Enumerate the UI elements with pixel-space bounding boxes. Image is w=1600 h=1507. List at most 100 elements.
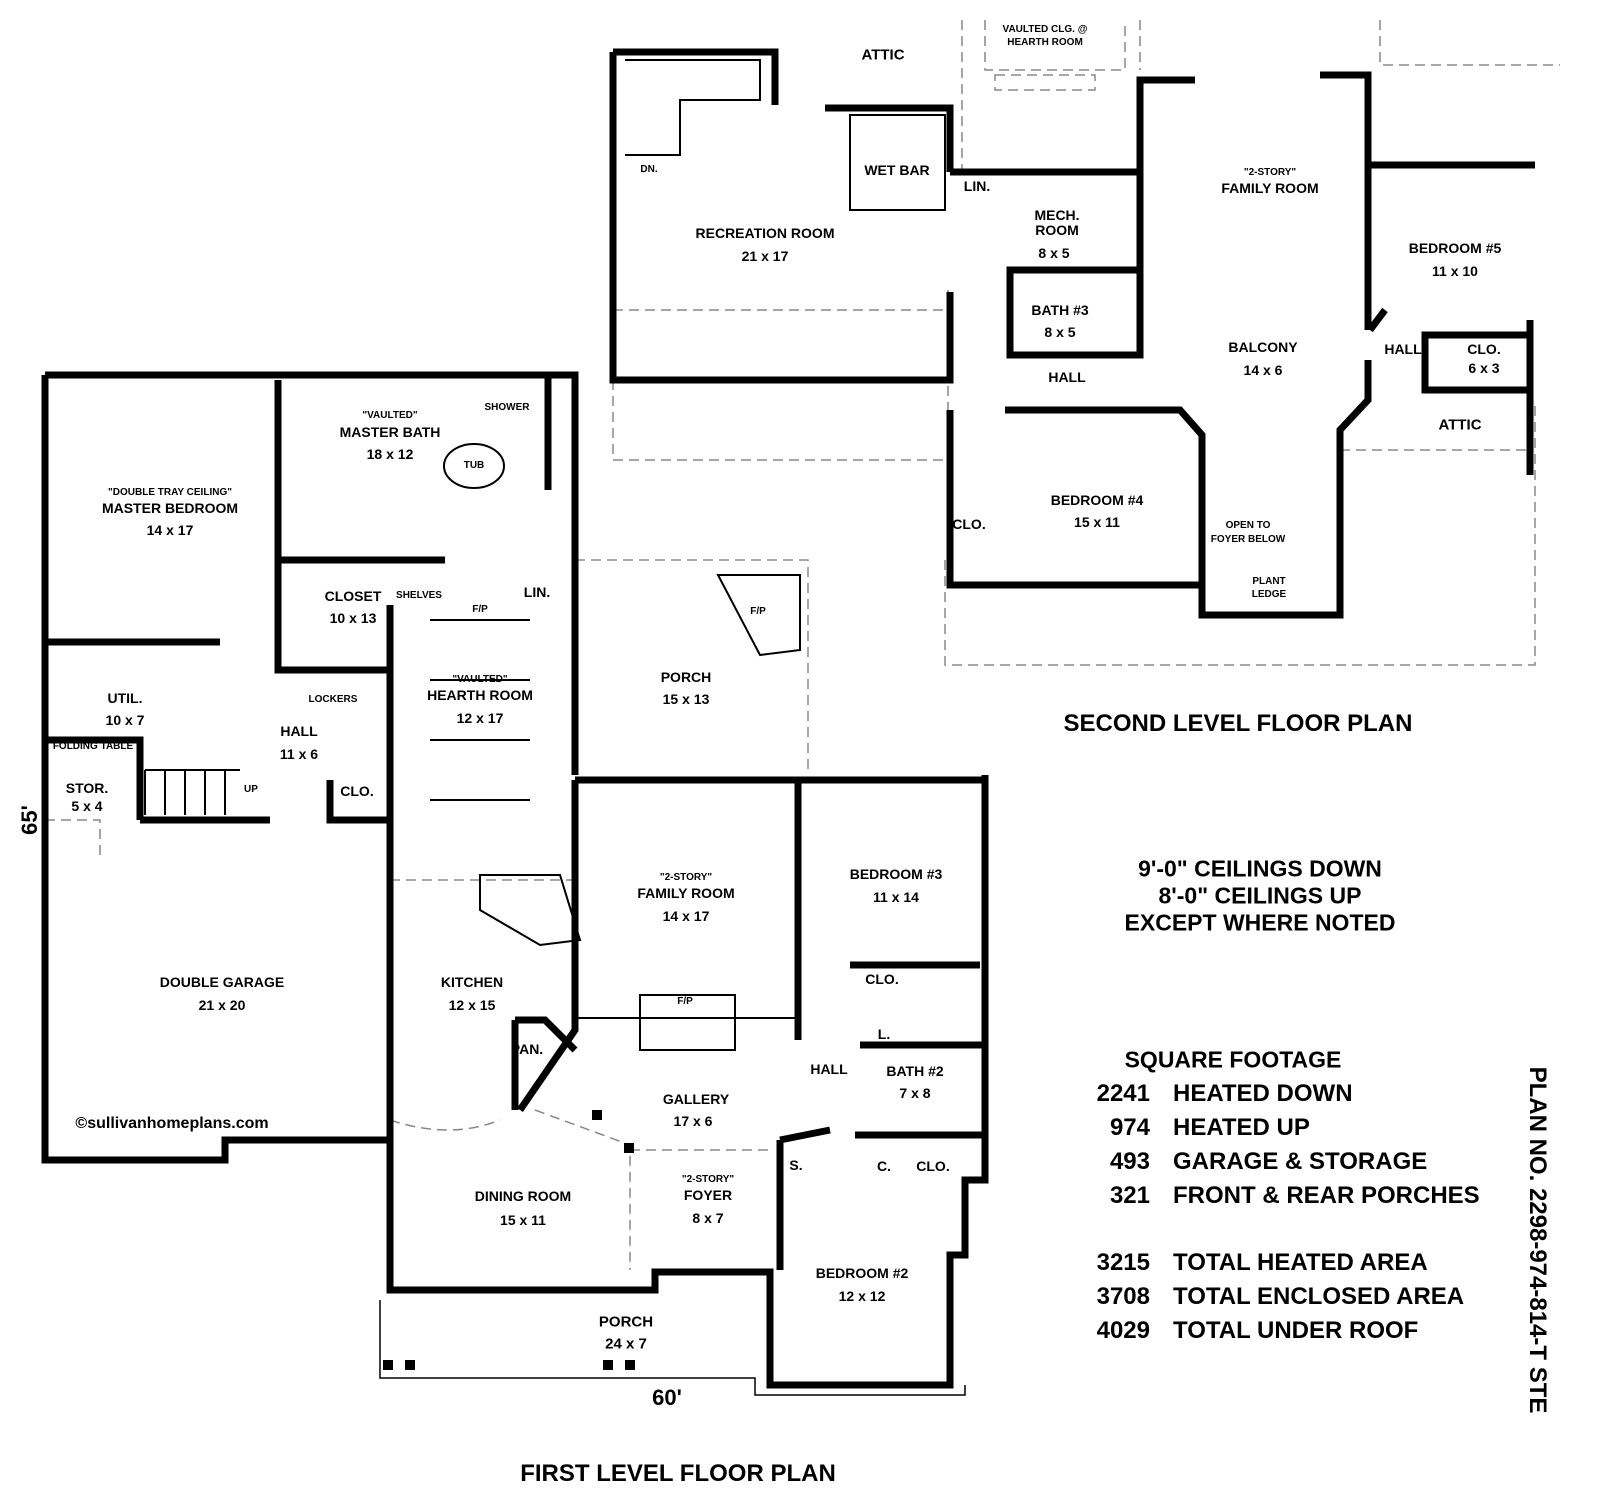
closet-label: CLO.	[916, 1158, 950, 1174]
fireplace-and-stair-details	[144, 59, 946, 1051]
master-bedroom-name: MASTER BEDROOM	[101, 500, 239, 516]
plant-ledge-label: LEDGE	[1251, 589, 1287, 600]
first-level-title: FIRST LEVEL FLOOR PLAN	[520, 1460, 836, 1487]
recreation-room-size: 21 x 17	[741, 248, 789, 264]
family-room-note: "2-STORY"	[1243, 167, 1297, 178]
sqft-value: 974	[1109, 1114, 1150, 1141]
kitchen-name: KITCHEN	[440, 974, 504, 990]
pantry-label: PAN.	[510, 1041, 544, 1057]
storage-name: STOR.	[65, 780, 109, 796]
fireplace-label: F/P	[750, 606, 766, 617]
shower-label: SHOWER	[484, 402, 530, 413]
sqft-value: 3708	[1096, 1283, 1150, 1310]
hall-label: HALL	[1384, 341, 1422, 357]
fireplace-label: F/P	[677, 996, 693, 1007]
util-name: UTIL.	[107, 690, 143, 706]
dashed-lines	[45, 20, 1560, 1270]
sqft-value: 3215	[1096, 1249, 1150, 1276]
depth-dimension: 65'	[17, 805, 42, 835]
plan-number: PLAN NO. 2298-974-814-T STE	[1524, 1066, 1551, 1414]
porch-size: 15 x 13	[662, 691, 710, 707]
shelves-label: SHELVES	[396, 590, 442, 601]
folding-table-label: FOLDING TABLE	[52, 741, 134, 752]
open-to-foyer-note: FOYER BELOW	[1210, 534, 1286, 545]
bedroom5-size: 11 x 10	[1432, 263, 1478, 279]
vaulted-ceiling-note: HEARTH ROOM	[1007, 37, 1083, 48]
front-porch-size: 24 x 7	[605, 1335, 647, 1353]
master-bedroom-note: "DOUBLE TRAY CEILING"	[108, 487, 232, 498]
closet-size: 10 x 13	[329, 610, 377, 626]
family-room-note: "2-STORY"	[659, 872, 713, 883]
sqft-value: 4029	[1096, 1317, 1150, 1344]
closet-label: CLO.	[340, 783, 374, 799]
hearth-room-size: 12 x 17	[456, 710, 504, 726]
bedroom2-name: BEDROOM #2	[815, 1265, 909, 1281]
family-room-name: FAMILY ROOM	[1221, 180, 1319, 196]
closet-label: CLO.	[865, 971, 899, 987]
mech-room-name: MECH.	[1034, 207, 1080, 223]
family-room-name: FAMILY ROOM	[637, 885, 735, 901]
vaulted-ceiling-note: VAULTED CLG. @	[1002, 24, 1088, 35]
hall-label: HALL	[1048, 369, 1086, 385]
hearth-room-name: HEARTH ROOM	[427, 687, 533, 703]
dining-room-size: 15 x 11	[500, 1212, 546, 1228]
sqft-label: HEATED UP	[1173, 1114, 1310, 1141]
plant-ledge-label: PLANT	[1252, 576, 1286, 587]
garage-size: 21 x 20	[198, 997, 246, 1013]
garage-name: DOUBLE GARAGE	[159, 974, 285, 990]
bedroom3-name: BEDROOM #3	[849, 866, 943, 882]
foyer-size: 8 x 7	[692, 1210, 724, 1226]
closet-name: CLO.	[1467, 341, 1501, 357]
sqft-label: TOTAL UNDER ROOF	[1173, 1317, 1419, 1344]
storage-size: 5 x 4	[71, 798, 103, 814]
porch-name: PORCH	[660, 669, 712, 685]
master-bedroom-size: 14 x 17	[146, 522, 194, 538]
fireplace-label: F/P	[472, 604, 488, 615]
sqft-label: HEATED DOWN	[1173, 1080, 1353, 1107]
util-size: 10 x 7	[105, 712, 145, 728]
closet-label: C.	[877, 1158, 891, 1174]
bath2-size: 7 x 8	[899, 1085, 931, 1101]
ceiling-note: EXCEPT WHERE NOTED	[1124, 909, 1396, 936]
gallery-name: GALLERY	[662, 1091, 730, 1107]
open-to-foyer-note: OPEN TO	[1225, 520, 1271, 531]
ceiling-note: 9'-0" CEILINGS DOWN	[1138, 855, 1382, 882]
foyer-note: "2-STORY"	[681, 1174, 735, 1185]
mech-room-name: ROOM	[1035, 222, 1079, 238]
front-porch-outline	[379, 1300, 966, 1396]
storage-label: S.	[789, 1157, 803, 1173]
hall-size: 11 x 6	[279, 746, 319, 762]
sqft-value: 2241	[1096, 1080, 1150, 1107]
copyright-text: ©sullivanhomeplans.com	[75, 1115, 269, 1132]
front-porch-name: PORCH	[598, 1313, 654, 1331]
sqft-label: TOTAL ENCLOSED AREA	[1173, 1283, 1465, 1310]
stair-down-label: DN.	[640, 164, 658, 175]
tub-label: TUB	[463, 460, 485, 471]
stair-up-label: UP	[244, 784, 258, 795]
foyer-name: FOYER	[683, 1187, 733, 1203]
bedroom5-name: BEDROOM #5	[1408, 240, 1502, 256]
attic-label: ATTIC	[861, 46, 905, 64]
master-bath-size: 18 x 12	[366, 446, 414, 462]
porch-posts	[383, 1110, 635, 1370]
linen-label: LIN.	[963, 178, 991, 194]
family-room-size: 14 x 17	[662, 908, 710, 924]
bedroom4-size: 15 x 11	[1074, 514, 1120, 530]
square-footage-title: SQUARE FOOTAGE	[1124, 1046, 1342, 1073]
sqft-value: 493	[1109, 1148, 1150, 1175]
ceiling-note: 8'-0" CEILINGS UP	[1158, 882, 1362, 909]
walls	[41, 48, 1535, 1389]
bedroom3-size: 11 x 14	[873, 889, 919, 905]
sqft-label: FRONT & REAR PORCHES	[1173, 1182, 1480, 1209]
bath3-size: 8 x 5	[1044, 324, 1076, 340]
bedroom2-size: 12 x 12	[838, 1288, 886, 1304]
linen-label: L.	[877, 1026, 891, 1042]
balcony-name: BALCONY	[1228, 339, 1298, 355]
closet-name: CLOSET	[324, 588, 382, 604]
wet-bar-label: WET BAR	[864, 162, 930, 178]
recreation-room-name: RECREATION ROOM	[695, 225, 835, 241]
lockers-label: LOCKERS	[308, 694, 358, 705]
mech-room-size: 8 x 5	[1038, 245, 1070, 261]
closet-label: CLO.	[952, 516, 986, 532]
